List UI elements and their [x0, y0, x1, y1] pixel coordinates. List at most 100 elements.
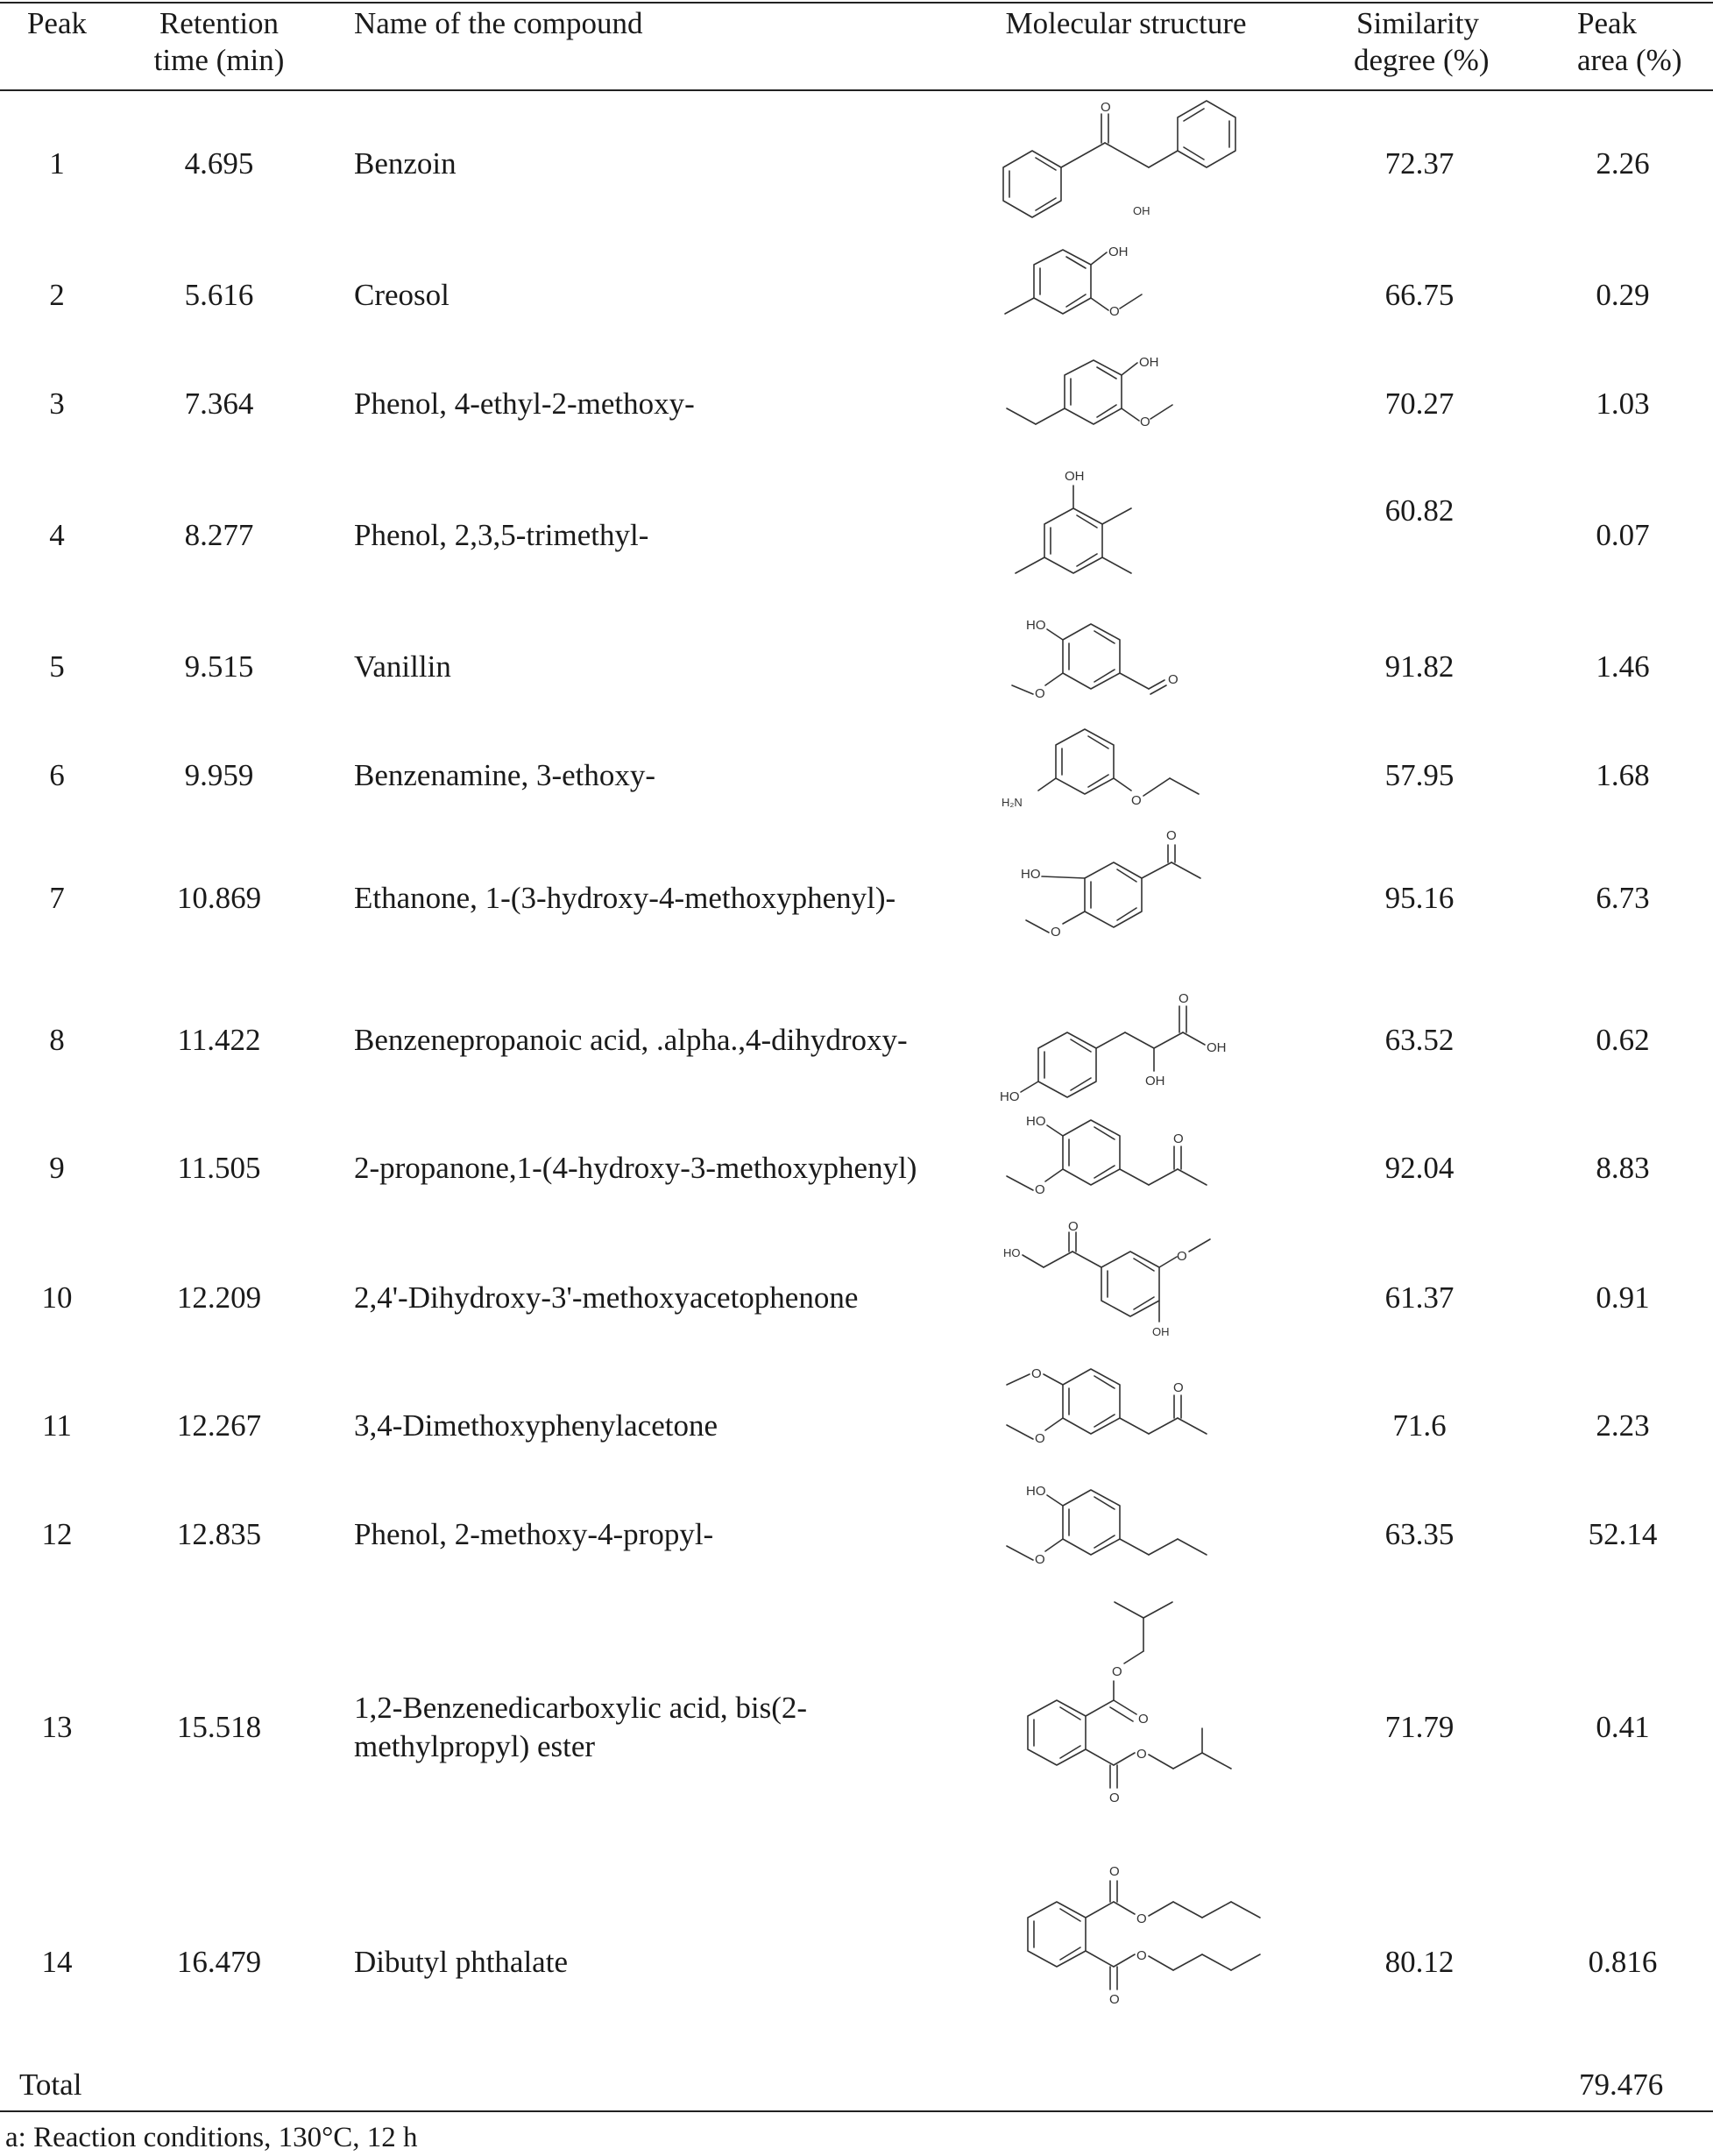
cell-similarity: 71.6 [1392, 1408, 1447, 1443]
structure-guaiacylacetone: HO O O [995, 1106, 1257, 1220]
svg-text:HO: HO [1021, 867, 1041, 882]
svg-text:O: O [1112, 1664, 1122, 1679]
cell-similarity: 61.37 [1384, 1280, 1455, 1315]
svg-text:O: O [1131, 793, 1142, 808]
cell-area: 2.23 [1596, 1408, 1650, 1443]
header-structure: Molecular structure [1005, 6, 1247, 40]
cell-similarity: 72.37 [1384, 146, 1455, 181]
svg-text:HO: HO [1003, 1246, 1021, 1259]
cell-retention: 7.364 [184, 387, 254, 421]
cell-similarity: 63.52 [1384, 1023, 1455, 1057]
header-area-line2: area (%) [1577, 43, 1682, 77]
cell-peak: 3 [49, 387, 65, 421]
svg-text:OH: OH [1139, 355, 1159, 370]
cell-retention: 12.835 [176, 1517, 262, 1551]
cell-name-line2: methylpropyl) ester [354, 1729, 596, 1763]
cell-area: 0.29 [1596, 278, 1650, 312]
svg-text:O: O [1136, 1948, 1147, 1963]
svg-text:O: O [1136, 1747, 1147, 1762]
svg-text:O: O [1179, 991, 1189, 1006]
cell-name: 3,4-Dimethoxyphenylacetone [354, 1408, 718, 1443]
structure-dihydroxy-methoxyacetophenone: HO O O OH [995, 1219, 1257, 1355]
svg-text:O: O [1140, 415, 1150, 429]
svg-text:HO: HO [1026, 1484, 1046, 1499]
structure-hydroxyphenyllactic-acid: HO OH O OH [995, 962, 1284, 1107]
cell-area: 0.41 [1596, 1710, 1650, 1744]
cell-retention: 11.422 [177, 1023, 261, 1057]
cell-retention: 9.515 [184, 649, 254, 684]
svg-text:O: O [1035, 686, 1045, 701]
cell-similarity: 66.75 [1384, 278, 1455, 312]
svg-text:HO: HO [1000, 1089, 1020, 1104]
structure-ethylguaiacol: OH O [995, 349, 1222, 445]
cell-name: Ethanone, 1-(3-hydroxy-4-methoxyphenyl)- [354, 881, 896, 915]
svg-text:O: O [1109, 1864, 1120, 1879]
cell-name: 2,4'-Dihydroxy-3'-methoxyacetophenone [354, 1280, 859, 1315]
cell-peak: 2 [49, 278, 65, 312]
cell-peak: 4 [49, 518, 65, 552]
svg-text:OH: OH [1207, 1040, 1227, 1055]
structure-trimethylphenol: OH [995, 465, 1179, 596]
svg-text:OH: OH [1065, 469, 1085, 484]
svg-text:HO: HO [1026, 1114, 1046, 1129]
svg-text:O: O [1136, 1911, 1147, 1926]
cell-retention: 12.209 [176, 1280, 262, 1315]
cell-similarity: 91.82 [1384, 649, 1455, 684]
cell-area: 1.68 [1596, 758, 1650, 792]
svg-text:O: O [1177, 1249, 1187, 1264]
svg-text:O: O [1109, 304, 1120, 319]
cell-name: Creosol [354, 278, 449, 312]
svg-text:O: O [1051, 925, 1061, 940]
cell-peak: 12 [41, 1517, 73, 1551]
svg-text:O: O [1035, 1182, 1045, 1197]
svg-text:O: O [1173, 1380, 1184, 1395]
cell-area: 6.73 [1596, 881, 1650, 915]
bottom-rule [0, 2110, 1713, 2112]
structure-dibutyl-phthalate: O O O O [995, 1858, 1310, 2064]
cell-peak: 5 [49, 649, 65, 684]
cell-area: 1.03 [1596, 387, 1650, 421]
cell-similarity: 80.12 [1384, 1945, 1455, 1979]
cell-retention: 4.695 [184, 146, 254, 181]
cell-peak: 13 [41, 1710, 73, 1744]
structure-benzoin: O OH [995, 92, 1275, 232]
cell-peak: 1 [49, 146, 65, 181]
total-value: 79.476 [1579, 2067, 1664, 2102]
cell-name: Phenol, 2,3,5-trimethyl- [354, 518, 649, 552]
cell-name: Phenol, 4-ethyl-2-methoxy- [354, 387, 695, 421]
cell-area: 0.62 [1596, 1023, 1650, 1057]
structure-vanillin: HO O O [995, 610, 1222, 715]
svg-text:O: O [1166, 828, 1177, 843]
cell-area: 8.83 [1596, 1151, 1650, 1185]
cell-area: 0.816 [1588, 1945, 1658, 1979]
header-peak: Peak [26, 6, 88, 40]
cell-area: 1.46 [1596, 649, 1650, 684]
svg-text:O: O [1138, 1712, 1149, 1727]
header-retention-line1: Retention [159, 6, 280, 40]
header-similarity-line1: Similarity [1356, 6, 1479, 40]
cell-peak: 10 [41, 1280, 73, 1315]
cell-similarity: 70.27 [1384, 387, 1455, 421]
svg-text:O: O [1109, 1791, 1120, 1805]
structure-propylguaiacol: HO O [995, 1481, 1257, 1578]
cell-area: 0.91 [1596, 1280, 1650, 1315]
structure-dimethoxyphenylacetone: O O O [995, 1364, 1257, 1469]
structure-ethoxyaniline: H₂N O [995, 724, 1231, 820]
svg-text:OH: OH [1145, 1074, 1165, 1089]
table-footnote: a: Reaction conditions, 130°C, 12 h [5, 2122, 418, 2153]
svg-text:O: O [1031, 1366, 1042, 1381]
cell-name: 2-propanone,1-(4-hydroxy-3-methoxyphenyl… [354, 1151, 917, 1185]
structure-acetoisovanillone: O HO O [995, 824, 1214, 955]
cell-name: Dibutyl phthalate [354, 1945, 568, 1979]
header-retention-line2: time (min) [153, 43, 285, 77]
svg-text:O: O [1173, 1131, 1184, 1146]
cell-similarity: 95.16 [1384, 881, 1455, 915]
svg-text:OH: OH [1108, 245, 1129, 259]
cell-retention: 10.869 [176, 881, 262, 915]
cell-name: Benzoin [354, 146, 457, 181]
cell-retention: 16.479 [176, 1945, 262, 1979]
cell-peak: 7 [49, 881, 65, 915]
header-area-line1: Peak [1577, 6, 1638, 40]
svg-text:O: O [1101, 100, 1111, 115]
cell-similarity: 63.35 [1384, 1517, 1455, 1551]
